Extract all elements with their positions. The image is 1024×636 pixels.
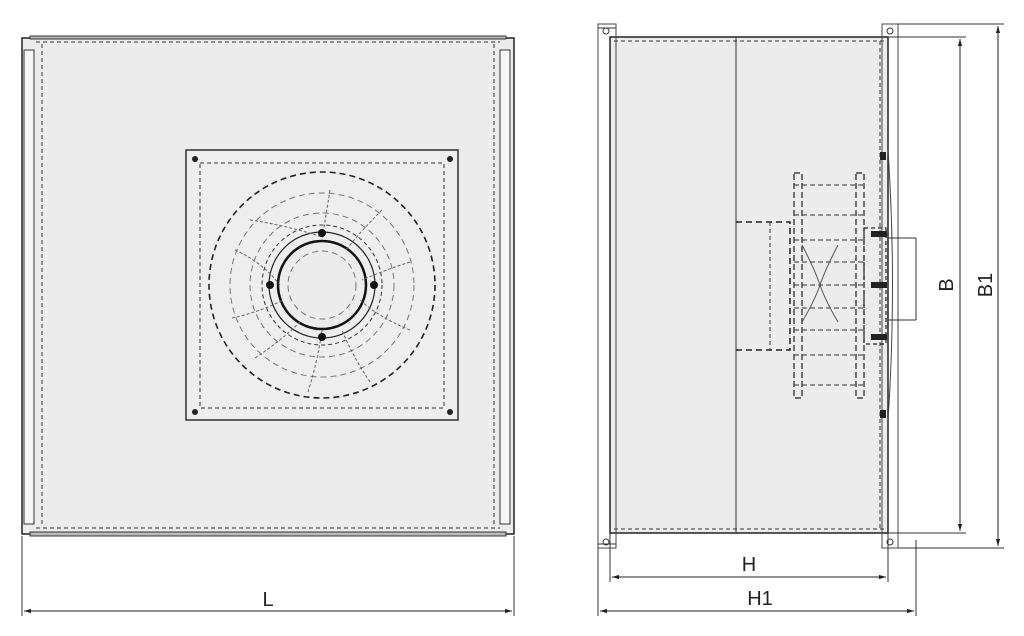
dimension-width: B xyxy=(888,36,966,534)
motor-bolt xyxy=(370,281,378,289)
front-view: L xyxy=(21,35,515,616)
dimension-height-overall: H1 xyxy=(597,540,917,616)
dimension-height: H xyxy=(609,533,889,582)
front-view-left-rail xyxy=(23,49,35,525)
dimension-label-height-overall: H1 xyxy=(747,588,773,610)
dimension-label-width: B xyxy=(936,278,958,291)
corner-bolt xyxy=(886,538,894,546)
corner-bolt xyxy=(886,27,894,35)
dimension-label-width-overall: B1 xyxy=(975,273,997,297)
side-view-housing xyxy=(609,36,889,534)
bolt-hole xyxy=(192,409,198,415)
dimension-label-height: H xyxy=(742,554,756,576)
fan-impeller xyxy=(208,171,436,399)
side-view: H H1 B B1 xyxy=(597,23,1004,616)
bolt-hole xyxy=(447,156,453,162)
motor-bolt xyxy=(318,229,326,237)
motor-bolt xyxy=(266,281,274,289)
side-view-fan xyxy=(736,149,893,421)
dimension-width-overall: B1 xyxy=(898,23,1004,549)
corner-bolt xyxy=(602,538,610,546)
front-view-right-rail xyxy=(499,49,511,525)
bolt-hole xyxy=(192,156,198,162)
bolt-hole xyxy=(447,409,453,415)
dimension-label-length: L xyxy=(262,589,273,611)
corner-bolt xyxy=(602,27,610,35)
dimension-length: L xyxy=(21,536,515,616)
motor-bolt xyxy=(318,333,326,341)
